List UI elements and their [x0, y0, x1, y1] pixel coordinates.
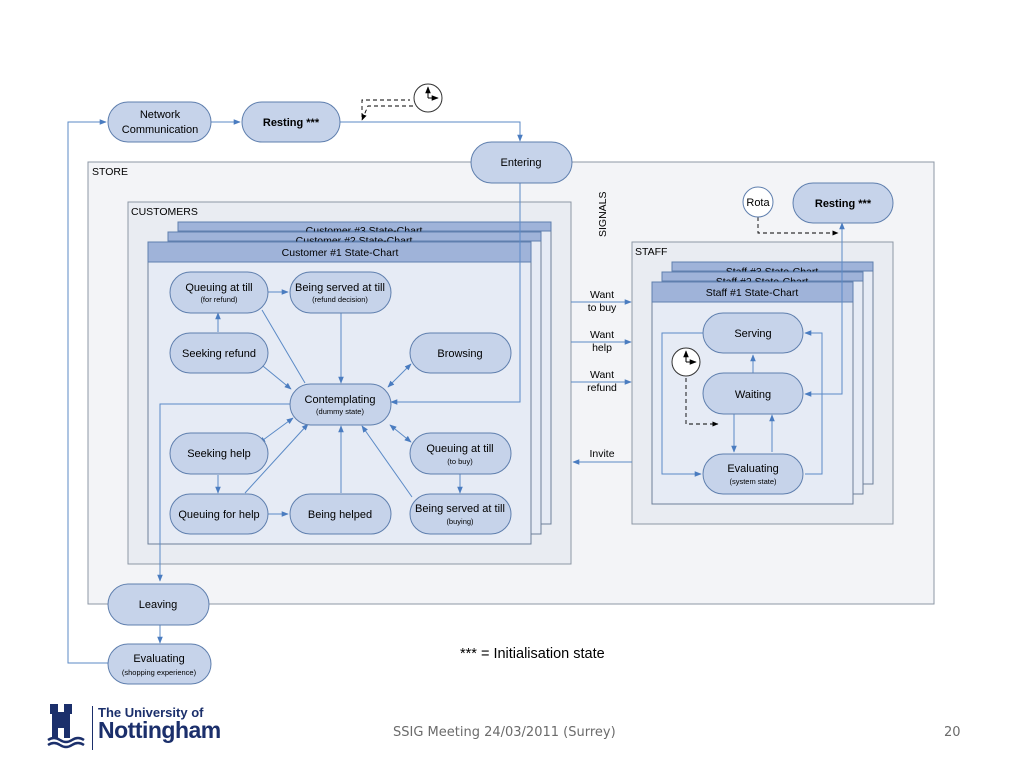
state-resting-staff	[792, 182, 894, 224]
evaluating-system-sub: (system state)	[729, 477, 777, 486]
state-waiting	[702, 372, 804, 415]
state-entering	[470, 141, 573, 184]
store-label: STORE	[92, 166, 128, 178]
state-leaving	[107, 583, 210, 626]
state-contemplating	[289, 383, 392, 426]
network-label-2: Communication	[122, 124, 198, 136]
state-network-communication	[107, 101, 212, 143]
resting-staff-label: Resting ***	[815, 198, 872, 210]
rota-label: Rota	[746, 197, 770, 209]
logo-line-2: Nottingham	[98, 717, 221, 743]
state-queuing-help	[169, 493, 269, 535]
leaving-label: Leaving	[139, 599, 178, 611]
serving-label: Serving	[734, 328, 771, 340]
state-resting-top	[241, 101, 341, 143]
signals-label: SIGNALS	[597, 191, 609, 237]
university-logo: The University of Nottingham	[46, 702, 226, 754]
state-chart-diagram: STORE CUSTOMERS Customer #3 State-Chart …	[67, 83, 935, 685]
queuing-refund-sub: (for refund)	[200, 295, 238, 304]
queuing-help-label: Queuing for help	[178, 509, 259, 521]
signal-want-help-2: help	[592, 342, 612, 354]
waiting-label: Waiting	[735, 389, 771, 401]
state-served-refund	[289, 271, 392, 314]
logo-line-1: The University of	[98, 705, 204, 720]
queuing-buy-sub: (to buy)	[447, 457, 473, 466]
state-queuing-refund	[169, 271, 269, 314]
state-served-buy	[409, 493, 512, 535]
legend-text: *** = Initialisation state	[460, 646, 605, 662]
state-seeking-help	[169, 432, 269, 475]
customers-label: CUSTOMERS	[131, 206, 198, 218]
queuing-refund-label: Queuing at till	[185, 282, 252, 294]
footer-meeting: SSIG Meeting 24/03/2011 (Surrey)	[393, 725, 616, 740]
staff-history-icon	[671, 347, 701, 377]
evaluating-shopping-label: Evaluating	[133, 653, 184, 665]
signal-invite: Invite	[589, 448, 614, 460]
history-icon	[413, 83, 443, 113]
staff-1-chart-title: Staff #1 State-Chart	[706, 287, 799, 299]
staff-label: STAFF	[635, 246, 667, 258]
queuing-buy-label: Queuing at till	[426, 443, 493, 455]
castle-crest-icon	[47, 704, 85, 749]
footer-page-number: 20	[944, 725, 961, 740]
customer-1-chart-title: Customer #1 State-Chart	[282, 247, 399, 259]
signal-want-buy-2: to buy	[588, 302, 617, 314]
signal-want-help-1: Want	[590, 329, 614, 341]
evaluating-shopping-sub: (shopping experience)	[122, 668, 197, 677]
state-being-helped	[289, 493, 392, 535]
contemplating-sub: (dummy state)	[316, 407, 364, 416]
state-evaluating-system	[702, 453, 804, 495]
state-rota: Rota	[742, 186, 774, 218]
state-queuing-buy	[409, 432, 512, 475]
signal-want-refund-1: Want	[590, 369, 614, 381]
state-seeking-refund	[169, 332, 269, 374]
state-evaluating-shopping	[107, 643, 212, 685]
served-refund-label: Being served at till	[295, 282, 385, 294]
contemplating-label: Contemplating	[305, 394, 376, 406]
resting-top-label: Resting ***	[263, 117, 320, 129]
network-label-1: Network	[140, 109, 181, 121]
served-buy-label: Being served at till	[415, 503, 505, 515]
evaluating-system-label: Evaluating	[727, 463, 778, 475]
browsing-label: Browsing	[437, 348, 482, 360]
seeking-help-label: Seeking help	[187, 448, 251, 460]
entering-label: Entering	[501, 157, 542, 169]
served-buy-sub: (buying)	[446, 517, 474, 526]
seeking-refund-label: Seeking refund	[182, 348, 256, 360]
served-refund-sub: (refund decision)	[312, 295, 368, 304]
being-helped-label: Being helped	[308, 509, 372, 521]
state-browsing	[409, 332, 512, 374]
signal-want-refund-2: refund	[587, 382, 617, 394]
signal-want-buy-1: Want	[590, 289, 614, 301]
state-serving	[702, 312, 804, 354]
